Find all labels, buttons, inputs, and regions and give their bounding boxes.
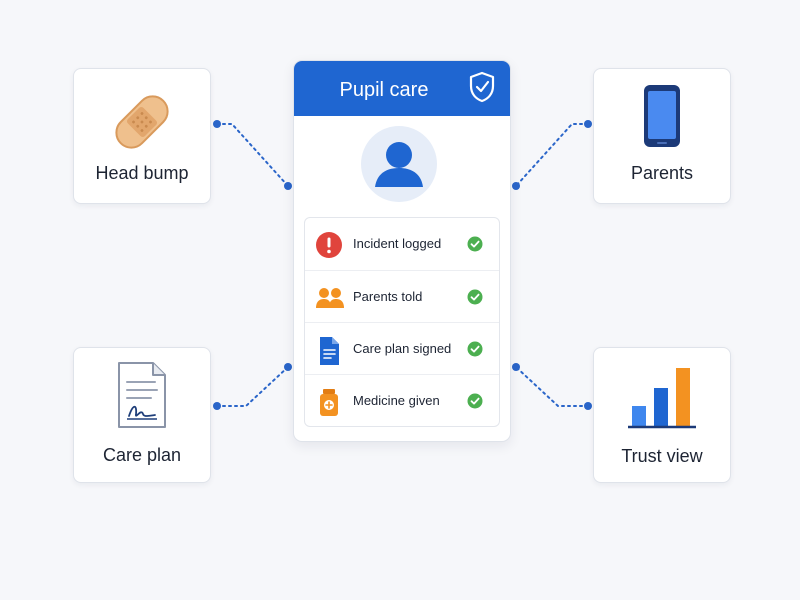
bandage-icon — [115, 95, 169, 149]
card-title: Pupil care — [339, 79, 429, 101]
node-label: Trust view — [621, 446, 703, 466]
checklist-item: Medicine given — [305, 374, 499, 427]
shield-check-icon — [469, 71, 495, 103]
card-header: Pupil care — [294, 61, 510, 116]
checklist-item: Parents told — [305, 270, 499, 323]
node-care-plan: Care plan — [73, 347, 211, 483]
checklist-item-label: Incident logged — [353, 236, 442, 251]
person-avatar-icon — [361, 126, 437, 202]
connector-head-bump — [216, 123, 289, 187]
connector-care-plan — [216, 366, 289, 407]
node-label: Head bump — [95, 163, 189, 183]
check-icon — [467, 236, 483, 252]
connector-trust-view — [515, 366, 589, 407]
checklist-item-label: Care plan signed — [353, 341, 452, 356]
connector-dot — [284, 363, 292, 371]
document-icon — [320, 337, 339, 365]
check-icon — [467, 289, 483, 305]
connector-dot — [213, 402, 221, 410]
check-icon — [467, 393, 483, 409]
care-checklist: Incident logged Parents told — [304, 217, 500, 427]
connector-dot — [584, 402, 592, 410]
connector-dot — [584, 120, 592, 128]
phone-icon — [644, 85, 680, 147]
connector-dot — [512, 363, 520, 371]
connector-dot — [512, 182, 520, 190]
medicine-bottle-icon — [320, 389, 338, 416]
checklist-item: Incident logged — [305, 218, 499, 270]
people-icon — [316, 288, 344, 308]
check-icon — [467, 341, 483, 357]
bar-chart-icon — [628, 368, 696, 429]
node-label: Care plan — [102, 445, 182, 465]
pupil-care-card: Pupil care Incident logged — [293, 60, 511, 442]
connector-dot — [284, 182, 292, 190]
node-trust-view: Trust view — [593, 347, 731, 483]
checklist-item-label: Parents told — [353, 289, 423, 304]
connector-parents — [515, 123, 589, 187]
connector-dot — [213, 120, 221, 128]
signed-document-icon — [118, 362, 166, 428]
checklist-item: Care plan signed — [305, 322, 499, 375]
node-head-bump: Head bump — [73, 68, 211, 204]
checklist-item-label: Medicine given — [353, 393, 440, 408]
alert-icon — [316, 232, 342, 258]
node-parents: Parents — [593, 68, 731, 204]
node-label: Parents — [630, 163, 694, 183]
